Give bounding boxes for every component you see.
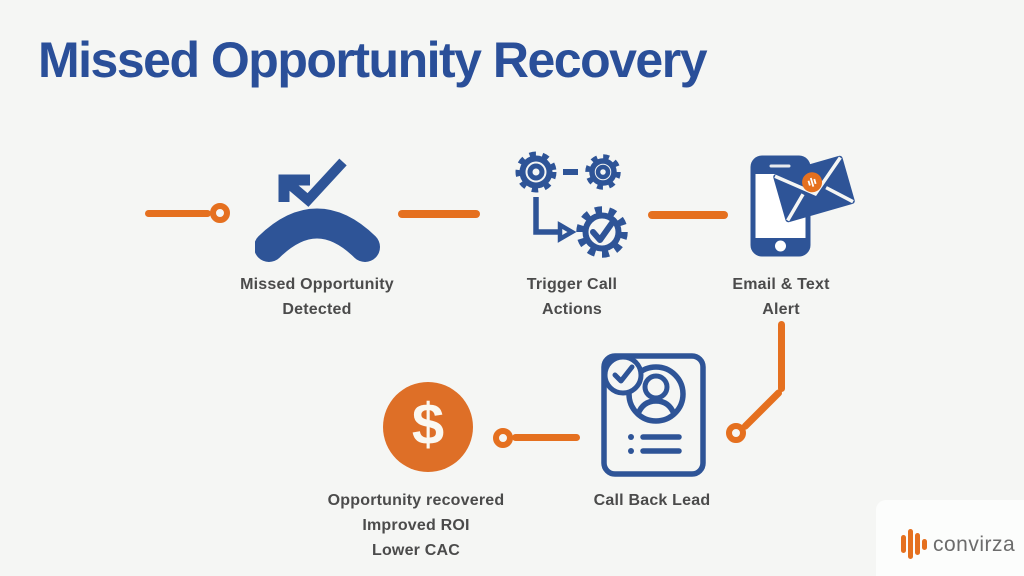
step-label-trigger-line2: Actions xyxy=(541,301,603,318)
gears-workflow-icon xyxy=(512,145,637,265)
step-label-email: Email & Text Alert xyxy=(676,272,886,322)
step-label-trigger-line1: Trigger Call xyxy=(526,276,618,293)
connector-alert-diagonal-line xyxy=(740,388,784,432)
phone-email-icon xyxy=(750,148,858,260)
step-label-email-line1: Email & Text xyxy=(732,276,830,293)
convirza-logo: convirza xyxy=(901,527,1015,561)
convirza-logo-text: convirza xyxy=(933,532,1016,556)
step-label-missed: Missed Opportunity Detected xyxy=(212,272,422,322)
step-label-recovered-line2: Improved ROI xyxy=(362,517,470,534)
step-label-recovered: Opportunity recovered Improved ROI Lower… xyxy=(291,488,541,563)
dollar-symbol: $ xyxy=(411,392,445,457)
connector-dollar-ring xyxy=(493,428,513,448)
connector-callback-ring xyxy=(726,423,746,443)
step-label-email-line2: Alert xyxy=(762,301,800,318)
step-label-missed-line1: Missed Opportunity xyxy=(240,276,394,293)
step-label-callback: Call Back Lead xyxy=(547,488,757,513)
connector-line-1-2 xyxy=(398,210,480,218)
page-title: Missed Opportunity Recovery xyxy=(38,32,708,88)
step-label-recovered-line3: Lower CAC xyxy=(371,542,461,559)
connector-start-ring xyxy=(210,203,230,223)
connector-dollar-line xyxy=(512,434,580,441)
connector-line-2-3 xyxy=(648,211,728,219)
dollar-icon: $ xyxy=(383,382,473,472)
logo-backdrop xyxy=(876,500,1024,576)
connector-alert-vertical-line xyxy=(778,321,785,392)
lead-card-icon xyxy=(597,350,709,478)
step-label-recovered-line1: Opportunity recovered xyxy=(327,492,505,509)
step-label-missed-line2: Detected xyxy=(282,301,352,318)
step-label-trigger: Trigger Call Actions xyxy=(467,272,677,322)
connector-start-line xyxy=(145,210,211,217)
step-label-callback-line1: Call Back Lead xyxy=(593,492,711,509)
convirza-logo-bars-icon xyxy=(901,529,927,559)
missed-call-icon xyxy=(255,150,380,262)
